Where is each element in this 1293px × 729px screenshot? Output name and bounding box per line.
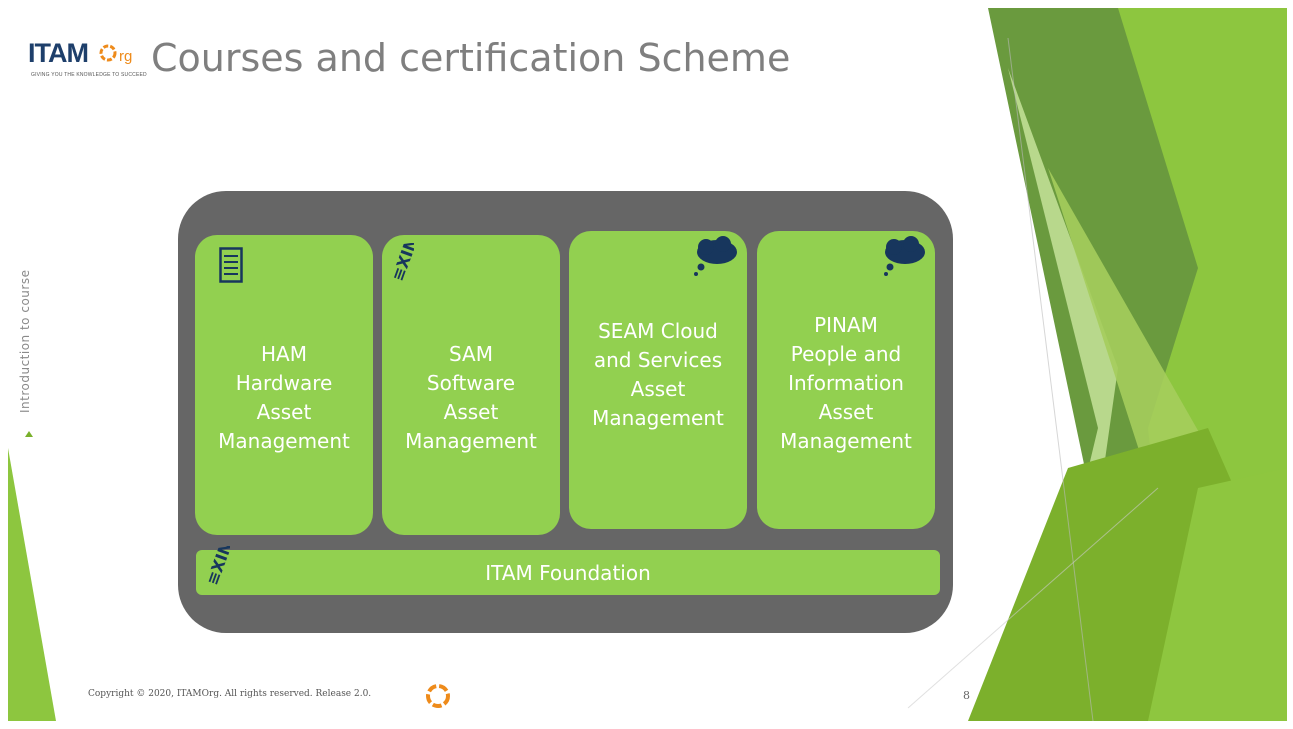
slide-title: Courses and certification Scheme — [151, 36, 791, 80]
course-name: SEAM Cloud and Services Asset Management — [592, 319, 724, 430]
deco-thin-line — [907, 487, 1159, 709]
section-label: Introduction to course — [18, 269, 32, 413]
exin-logo-icon: ≡XIN — [203, 546, 230, 588]
itamorg-ring-icon — [426, 684, 450, 708]
decorative-green-shapes — [8, 8, 1287, 721]
logo-suffix-text: rg — [119, 48, 133, 65]
course-card-sam: ≡XIN SAM Software Asset Management — [382, 235, 560, 535]
svg-text:≡XIN: ≡XIN — [388, 243, 414, 284]
course-card-pinam: PINAM People and Information Asset Manag… — [757, 231, 935, 529]
itam-foundation-bar: ≡XIN ITAM Foundation — [196, 546, 940, 595]
page-number: 8 — [963, 689, 970, 702]
course-card-seam: SEAM Cloud and Services Asset Management — [569, 231, 747, 529]
course-card-ham: HAM Hardware Asset Management — [195, 235, 373, 535]
slide: ITAM rg GIVING YOU THE KNOWLEDGE TO SUCC… — [8, 8, 1287, 721]
exin-logo-icon: ≡XIN — [388, 243, 414, 284]
course-name: SAM Software Asset Management — [405, 342, 537, 453]
deco-shape-bright — [1148, 468, 1287, 721]
itamorg-logo: ITAM rg GIVING YOU THE KNOWLEDGE TO SUCC… — [28, 38, 148, 98]
thought-cloud-icon — [884, 236, 925, 276]
thought-cloud-icon — [694, 236, 737, 276]
copyright-footer: Copyright © 2020, ITAMOrg. All rights re… — [88, 689, 372, 699]
deco-thin-line — [1007, 37, 1094, 721]
certification-scheme-panel: HAM Hardware Asset Management ≡XIN SAM S… — [178, 191, 953, 633]
course-name: HAM Hardware Asset Management — [218, 342, 350, 453]
logo-ring-icon — [99, 44, 117, 62]
checklist-icon — [219, 247, 243, 283]
deco-shape-left — [8, 448, 56, 721]
course-name: PINAM People and Information Asset Manag… — [780, 312, 912, 453]
logo-main-text: ITAM — [28, 38, 89, 68]
foundation-label: ITAM Foundation — [485, 560, 651, 585]
section-arrow-icon — [25, 431, 33, 437]
svg-text:≡XIN: ≡XIN — [203, 546, 230, 588]
logo-tagline: GIVING YOU THE KNOWLEDGE TO SUCCEED — [31, 72, 147, 78]
